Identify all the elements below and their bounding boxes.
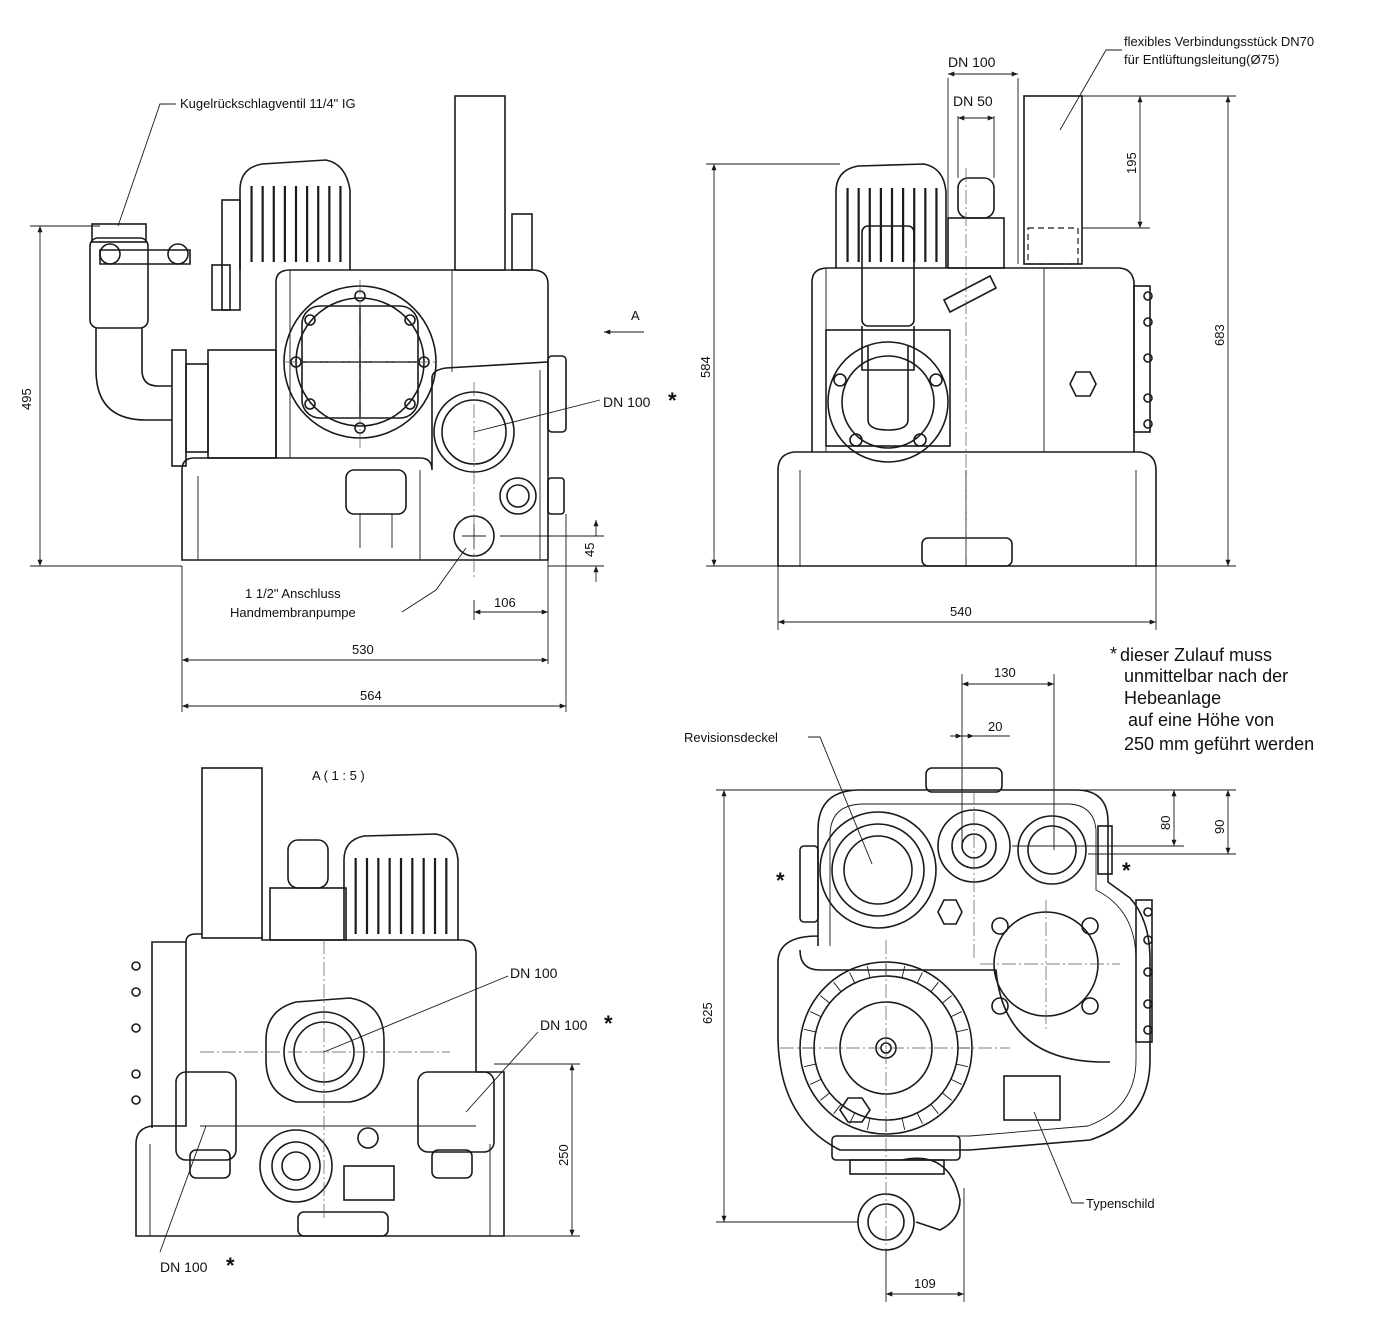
motor-ring-tick — [866, 1118, 871, 1130]
bolt — [1143, 907, 1153, 917]
revision-cover-label: Revisionsdeckel — [684, 730, 778, 745]
front-view-labels: Kugelrückschlagventil 11/4" IG DN 100 * … — [19, 96, 677, 703]
view-a-dn100-right-label: DN 100 — [540, 1017, 588, 1033]
front-inlet-label: DN 100 — [603, 394, 651, 410]
bolt — [1143, 967, 1153, 977]
note-line-2: unmittelbar nach der — [1124, 666, 1288, 686]
bolt — [131, 1069, 141, 1079]
dim-front-564: 564 — [360, 688, 382, 703]
motor-ring-tick — [820, 995, 830, 1004]
view-a-dn100-left-label: DN 100 — [160, 1259, 208, 1275]
bolt — [404, 398, 416, 410]
view-a-title: A ( 1 : 5 ) — [312, 768, 365, 783]
bolt — [131, 1095, 141, 1105]
motor-ring-tick — [866, 966, 871, 978]
dim-front-height: 495 — [19, 388, 34, 410]
motor-ring-tick — [942, 1092, 952, 1101]
motor-ring-tick — [950, 1011, 962, 1018]
bolt — [404, 314, 416, 326]
motor-ring-tick — [901, 1118, 906, 1130]
front-inlet-star: * — [668, 388, 677, 413]
motor-ring-tick — [930, 1104, 939, 1114]
side-dn50-label: DN 50 — [953, 93, 993, 109]
flex-connector-label-line1: flexibles Verbindungsstück DN70 — [1124, 34, 1314, 49]
view-arrow-label: A — [631, 308, 640, 323]
view-a — [131, 767, 580, 1253]
bolt — [1143, 317, 1153, 327]
dim-top-130: 130 — [994, 665, 1016, 680]
note-line-5: 250 mm geführt werden — [1124, 734, 1314, 754]
motor-ring-tick — [810, 1011, 822, 1018]
side-view — [706, 49, 1236, 630]
pump-connection-label-line2: Handmembranpumpe — [230, 605, 356, 620]
bolt — [1143, 393, 1153, 403]
bolt — [131, 987, 141, 997]
view-a-right-star: * — [604, 1011, 613, 1036]
dim-front-530: 530 — [352, 642, 374, 657]
dim-top-20: 20 — [988, 719, 1002, 734]
installation-note: * dieser Zulauf muss unmittelbar nach de… — [1110, 644, 1314, 754]
motor-ring-tick — [804, 1063, 816, 1068]
motor-ring-tick — [810, 1078, 822, 1085]
bolt — [1143, 291, 1153, 301]
bolt — [1143, 353, 1153, 363]
bolt — [304, 314, 316, 326]
note-line-3: Hebeanlage — [1124, 688, 1221, 708]
side-dn100-label: DN 100 — [948, 54, 996, 70]
dim-side-584: 584 — [698, 356, 713, 378]
note-star: * — [1110, 644, 1117, 664]
motor-ring-tick — [942, 995, 952, 1004]
motor-ring-tick — [956, 1063, 968, 1068]
motor-ring-tick — [956, 1028, 968, 1033]
motor-ring-tick — [833, 1104, 842, 1114]
motor-ring-tick — [820, 1092, 830, 1101]
bolt — [1143, 999, 1153, 1009]
top-view — [716, 674, 1236, 1302]
note-line-4: auf eine Höhe von — [1128, 710, 1274, 730]
check-valve-label: Kugelrückschlagventil 11/4" IG — [180, 96, 356, 111]
bolt — [1143, 1025, 1153, 1035]
dim-top-625: 625 — [700, 1002, 715, 1024]
dim-top-109: 109 — [914, 1276, 936, 1291]
bolt — [131, 1023, 141, 1033]
bolt — [1143, 419, 1153, 429]
side-view-labels: DN 100 DN 50 flexibles Verbindungsstück … — [698, 34, 1314, 619]
top-left-star: * — [776, 868, 785, 893]
bolt — [1143, 935, 1153, 945]
motor-ring-tick — [916, 972, 923, 984]
dim-side-683: 683 — [1212, 324, 1227, 346]
motor-ring-tick — [916, 1112, 923, 1124]
top-right-star: * — [1122, 858, 1131, 883]
motor-ring-tick — [849, 972, 856, 984]
note-line-1: dieser Zulauf muss — [1120, 645, 1272, 665]
motor-ring-tick — [833, 982, 842, 992]
dim-side-540: 540 — [950, 604, 972, 619]
view-a-dn100-top-label: DN 100 — [510, 965, 558, 981]
front-view — [30, 95, 644, 712]
type-plate-label: Typenschild — [1086, 1196, 1155, 1211]
pump-connection-label-line1: 1 1/2" Anschluss — [245, 586, 341, 601]
flex-connector-label-line2: für Entlüftungsleitung(Ø75) — [1124, 52, 1279, 67]
dim-front-45: 45 — [582, 543, 597, 557]
dim-view-a-250: 250 — [556, 1144, 571, 1166]
motor-ring-tick — [950, 1078, 962, 1085]
top-view-labels: Revisionsdeckel Typenschild * * 130 20 8… — [684, 665, 1227, 1291]
motor-ring-tick — [901, 966, 906, 978]
motor-ring-tick — [804, 1028, 816, 1033]
bolt — [304, 398, 316, 410]
motor-ring-tick — [930, 982, 939, 992]
dim-top-80: 80 — [1158, 816, 1173, 830]
dim-side-195: 195 — [1124, 152, 1139, 174]
dim-front-106: 106 — [494, 595, 516, 610]
view-a-labels: A ( 1 : 5 ) DN 100 DN 100 * DN 100 * 250 — [160, 768, 613, 1278]
view-a-left-star: * — [226, 1253, 235, 1278]
bolt — [131, 961, 141, 971]
dim-top-90: 90 — [1212, 820, 1227, 834]
